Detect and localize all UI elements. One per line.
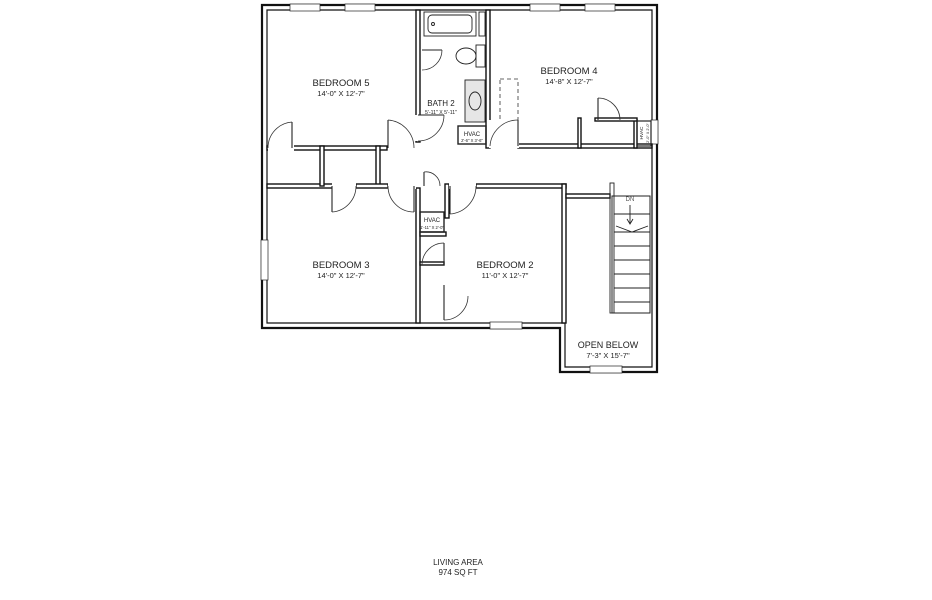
stairs-down-label: DN [626, 197, 635, 203]
hvac-bath-name: HVAC [464, 132, 481, 138]
stairs [609, 182, 651, 314]
open-below-label: OPEN BELOW 7'-3" X 15'-7" [578, 340, 639, 360]
hvac-bed4-closet [636, 120, 652, 147]
bath2-dimensions: 5'-11" X 5'-11" [425, 110, 457, 116]
attic-access [499, 78, 519, 124]
bedroom3-label: BEDROOM 3 14'-0" X 12'-7" [312, 260, 369, 280]
bedroom3-name: BEDROOM 3 [312, 260, 369, 271]
bedroom5-label: BEDROOM 5 14'-0" X 12'-7" [312, 78, 369, 98]
bedroom3-dimensions: 14'-0" X 12'-7" [317, 271, 365, 280]
windows [260, 3, 659, 374]
bedroom5-dimensions: 14'-0" X 12'-7" [317, 89, 365, 98]
living-area-label: LIVING AREA 974 SQ FT [433, 558, 483, 577]
hvac-bed4-name: HVAC [639, 126, 645, 140]
vanity-sink [464, 79, 486, 123]
hvac-bath-label: HVAC 2'-6" X 3'-6" [461, 132, 483, 143]
bath2-label: BATH 2 5'-11" X 5'-11" [425, 99, 457, 116]
hvac-bath-dimensions: 2'-6" X 3'-6" [461, 138, 483, 143]
hvac-bath-closet [457, 125, 487, 145]
bedroom4-dimensions: 14'-8" X 12'-7" [545, 77, 593, 86]
bedroom4-label: BEDROOM 4 14'-8" X 12'-7" [540, 66, 597, 86]
living-area-title: LIVING AREA [433, 558, 483, 567]
bedroom5-name: BEDROOM 5 [312, 78, 369, 89]
hvac-bed4-label: HVAC 2'-0" X 2'-0" [639, 122, 650, 142]
open-below-dimensions: 7'-3" X 15'-7" [586, 351, 630, 360]
hvac-hall-dimensions: 1'-11" X 2'-0" [420, 225, 444, 230]
bath2-name: BATH 2 [427, 99, 455, 108]
living-area-total: 974 SQ FT [438, 568, 477, 577]
bedroom2-dimensions: 11'-0" X 12'-7" [482, 271, 529, 280]
open-below-name: OPEN BELOW [578, 340, 639, 350]
hvac-hall-closet [419, 211, 445, 233]
exterior-walls [260, 3, 659, 374]
bathtub [423, 11, 486, 37]
toilet [455, 44, 486, 68]
hvac-hall-name: HVAC [424, 218, 441, 224]
hvac-hall-label: HVAC 1'-11" X 2'-0" [420, 218, 444, 230]
bedroom4-name: BEDROOM 4 [540, 66, 597, 77]
bedroom2-label: BEDROOM 2 11'-0" X 12'-7" [476, 260, 533, 280]
bedroom2-name: BEDROOM 2 [476, 260, 533, 271]
doors [267, 49, 621, 321]
hvac-bed4-dimensions: 2'-0" X 2'-0" [646, 122, 650, 142]
